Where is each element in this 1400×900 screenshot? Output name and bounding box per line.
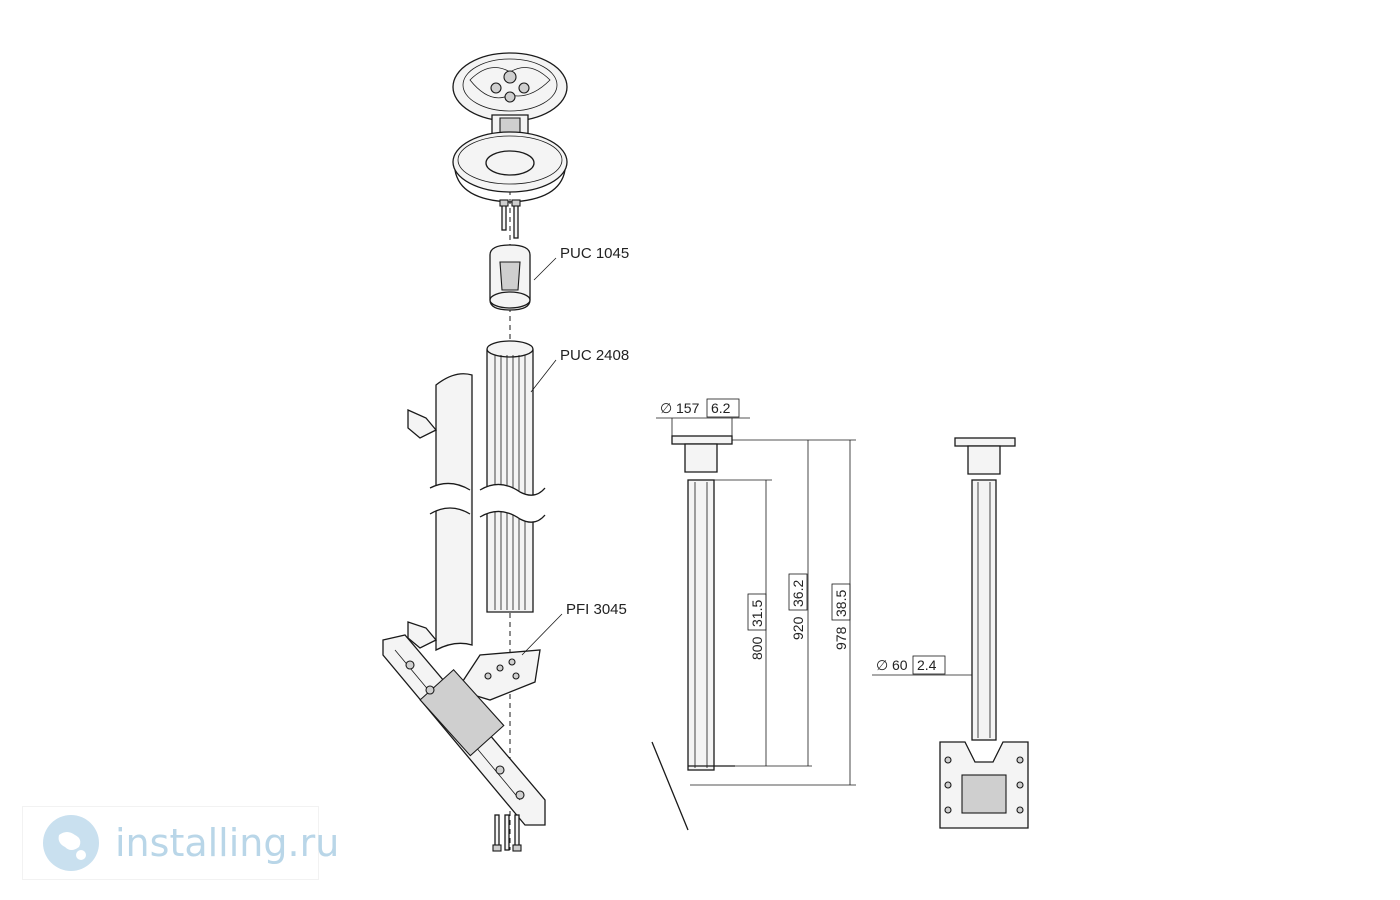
top-bolts [499,199,521,239]
cable-cover-shell [407,373,473,652]
ceiling-plate [452,52,568,136]
front-view: ∅ 60 2.4 [872,437,1029,829]
watermark-text: installing.ru [115,821,340,865]
watermark: installing.ru [22,806,339,880]
dim-tube-length-mm: 800 [749,636,765,660]
label-pfi3045: PFI 3045 [566,601,627,618]
dim-diameter-symbol-top: ∅ [660,400,672,416]
tube-puc2408: PUC 2408 [479,340,629,613]
side-view: ∅ 157 6.2 800 31.5 920 36.2 978 38.5 [651,398,856,831]
exploded-view: PUC 1045 PUC 2408 [382,52,629,852]
label-puc1045: PUC 1045 [560,245,629,262]
label-puc2408: PUC 2408 [560,347,629,364]
globe-icon [43,815,99,871]
dim-total-length-mm: 978 [833,626,849,650]
dim-mid-length-in: 36.2 [790,580,806,607]
screen-plate [382,634,546,826]
bottom-bolts [492,814,522,852]
interface-pfi3045: PFI 3045 [455,601,627,701]
dim-tube-diameter-in: 2.4 [917,657,937,673]
dim-total-length-in: 38.5 [833,590,849,617]
dim-mid-length-mm: 920 [790,616,806,640]
dim-tube-length-in: 31.5 [749,600,765,627]
dim-tube-diameter-mm: 60 [892,657,908,673]
dim-diameter-symbol-tube: ∅ [876,657,888,673]
dim-diameter-top-in: 6.2 [711,400,731,416]
ceiling-cover [452,131,568,203]
dim-diameter-top-mm: 157 [676,400,700,416]
coupling-puc1045: PUC 1045 [489,244,629,311]
